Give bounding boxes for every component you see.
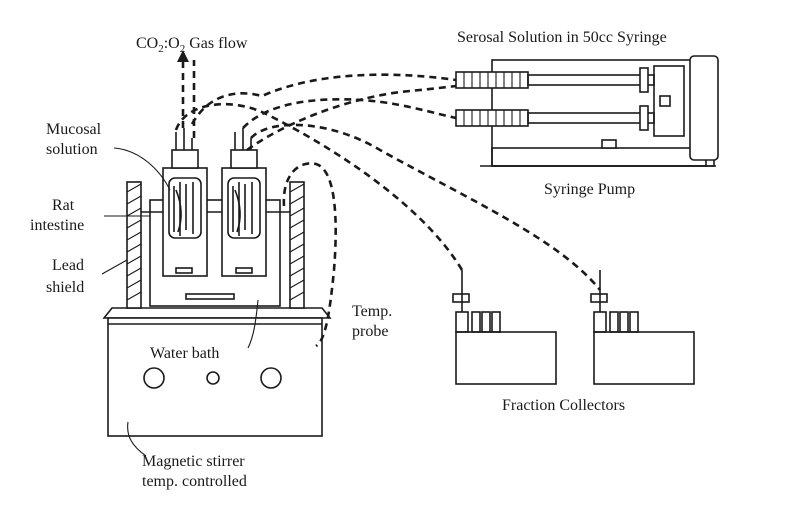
stirrer-knob-left-icon — [143, 367, 165, 389]
gas-flow-tubes — [177, 50, 196, 138]
temp-probe-label-line1: Temp. — [352, 303, 392, 320]
magnetic-stirrer-base — [102, 307, 332, 437]
magnetic-stirrer-label-line2: temp. controlled — [142, 473, 247, 490]
water-bath-label: Water bath — [150, 345, 219, 362]
leader-lines — [101, 147, 259, 457]
fraction-collectors-label: Fraction Collectors — [502, 397, 625, 414]
lead-shield — [126, 181, 305, 309]
water-bath-tank — [149, 199, 281, 307]
serosal-solution-label: Serosal Solution in 50cc Syringe — [457, 29, 667, 46]
temp-probe-label-line2: probe — [352, 323, 388, 340]
fraction-collector-right — [590, 270, 695, 385]
syringe-upper — [455, 67, 655, 93]
gas-flow-label: CO2:O2 Gas flow — [136, 35, 248, 55]
rat-intestine-label-line2: intestine — [30, 217, 84, 234]
stirrer-knob-right-icon — [260, 367, 282, 389]
magnetic-stirrer-label-line1: Magnetic stirrer — [142, 453, 245, 470]
mucosal-label-line1: Mucosal — [46, 121, 102, 138]
stirrer-knob-middle-icon — [206, 371, 220, 385]
mucosal-label-line2: solution — [46, 141, 98, 158]
organ-chamber-right — [221, 128, 267, 277]
gas-flow-arrow-icon — [177, 50, 189, 62]
fraction-collector-left — [452, 270, 557, 385]
syringe-lower — [455, 105, 655, 131]
lead-shield-label-line1: Lead — [52, 257, 84, 274]
rat-intestine-label-line1: Rat — [52, 197, 75, 214]
lead-shield-label-line2: shield — [46, 279, 84, 296]
syringe-pump-label: Syringe Pump — [544, 181, 635, 198]
organ-chamber-left — [162, 128, 208, 277]
temp-probe-cable — [282, 162, 337, 348]
serosal-perfusion-tubes — [174, 73, 602, 291]
